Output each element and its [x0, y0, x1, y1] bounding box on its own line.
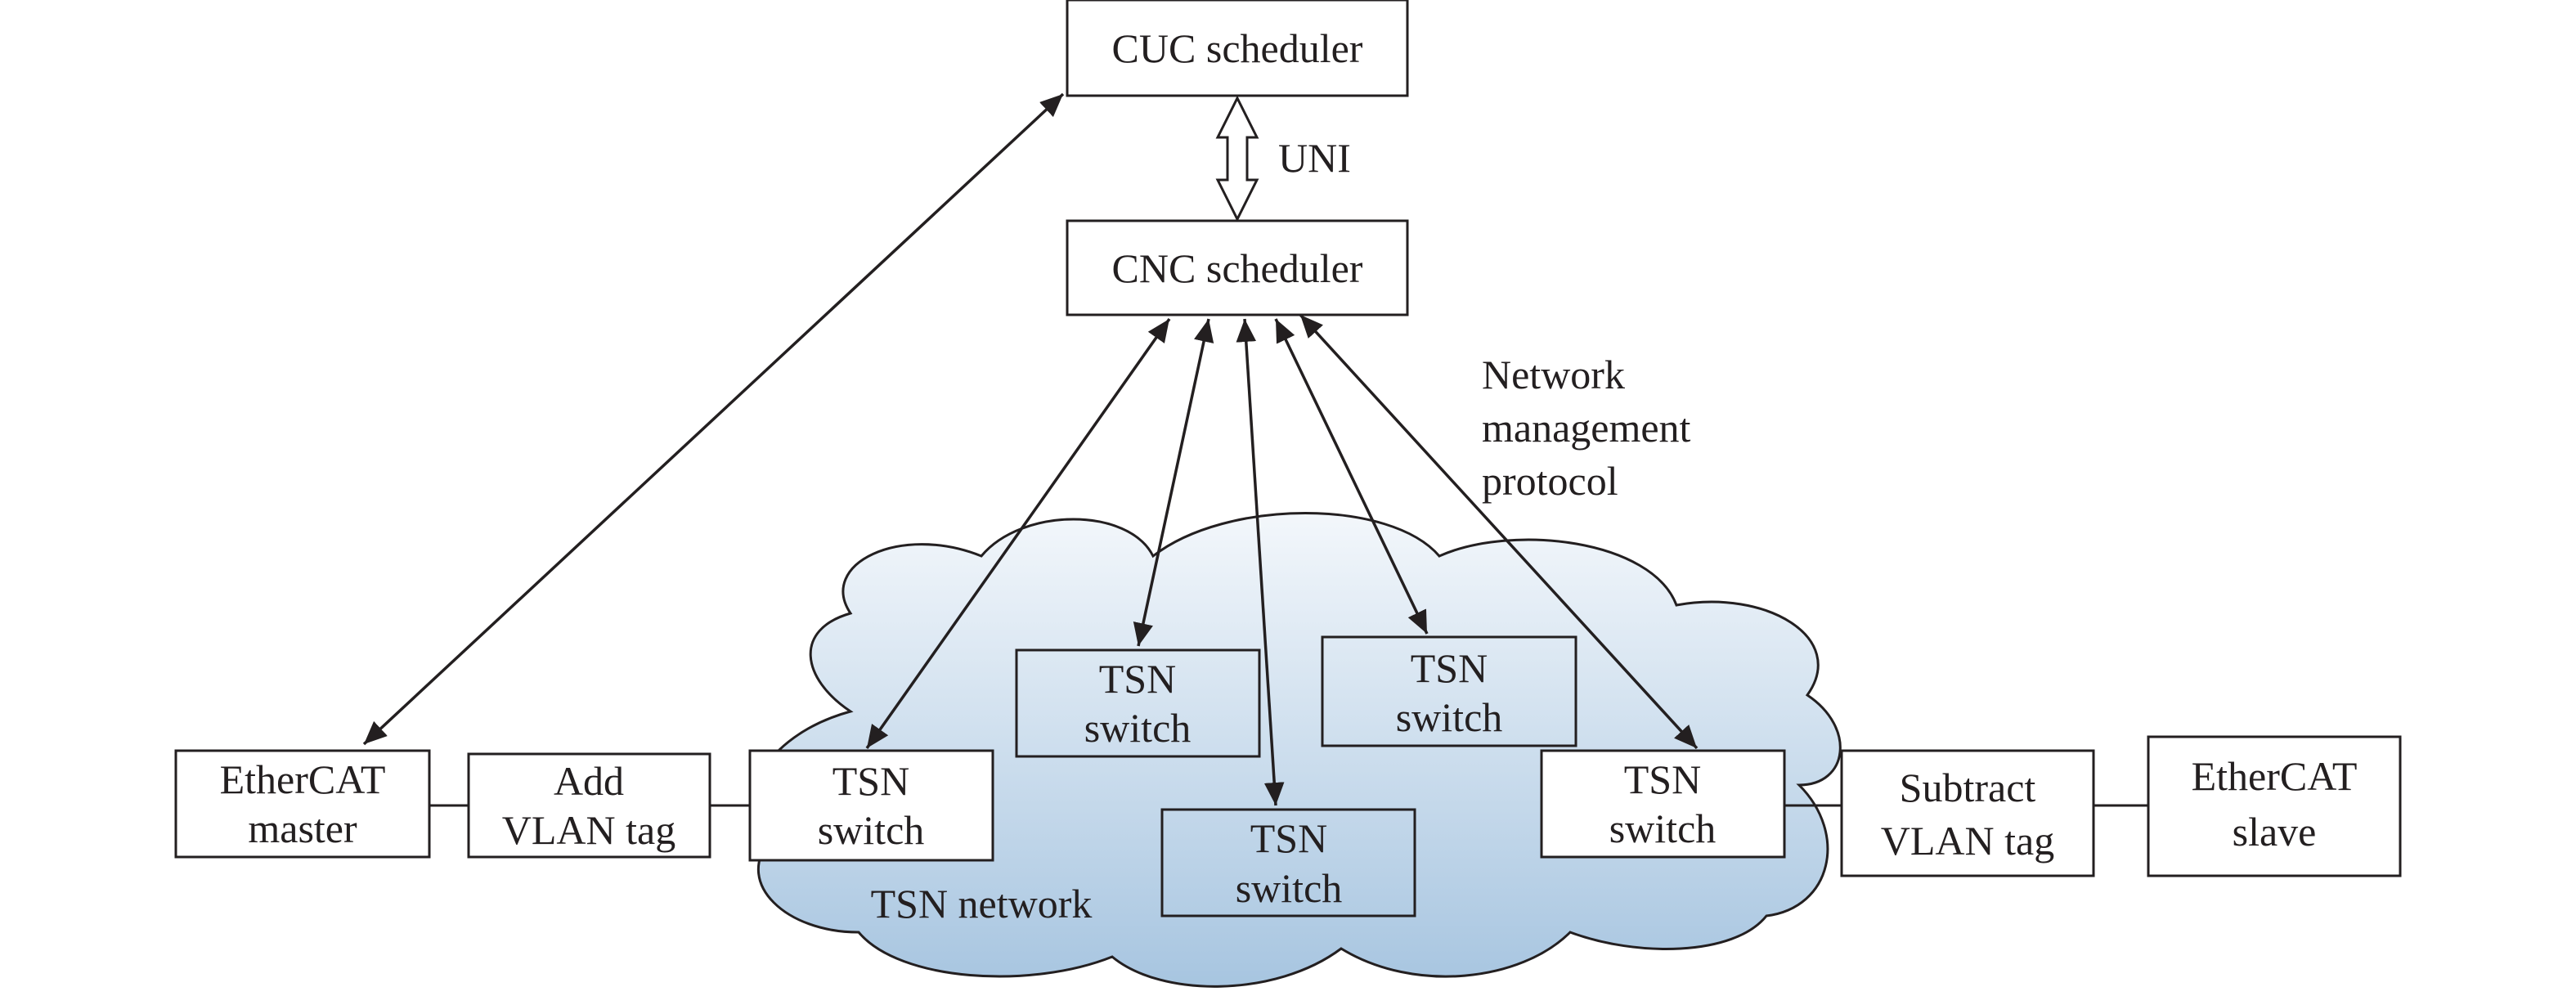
tsn-switch-bottom-label-line1: TSN [1250, 815, 1327, 861]
ethercat-master-label-line2: master [248, 805, 357, 851]
uni-double-arrow [1215, 95, 1259, 222]
arrow-cnc-to-tsn-left [865, 317, 1171, 750]
cuc-scheduler-box [1066, 0, 1409, 97]
nmp-label-line3: protocol [1482, 458, 1618, 504]
tsn-switch-mid-right-label-line2: switch [1396, 694, 1503, 740]
ethercat-slave-label-line1: EtherCAT [2192, 753, 2358, 799]
tsn-switch-mid-left-label-line2: switch [1084, 705, 1192, 751]
add-vlan-tag-label-line2: VLAN tag [502, 807, 675, 853]
uni-label: UNI [1278, 135, 1351, 181]
tsn-switch-bottom-label-line2: switch [1236, 865, 1343, 911]
tsn-switch-left-label-line1: TSN [832, 758, 909, 804]
subtract-vlan-tag-label-line2: VLAN tag [1881, 818, 2054, 864]
cuc-scheduler-label: CUC scheduler [1112, 25, 1363, 71]
ethercat-master-box [174, 749, 431, 859]
arrow-cnc-to-tsn-bottom [1236, 318, 1285, 806]
cnc-scheduler-box [1066, 219, 1409, 316]
ethercat-slave-label-line2: slave [2233, 809, 2317, 855]
add-vlan-tag-box [467, 752, 711, 859]
tsn-network-label: TSN network [871, 881, 1093, 926]
ethercat-slave-box [2147, 735, 2402, 877]
tsn-switch-right-label-line2: switch [1609, 805, 1717, 851]
nmp-label-line1: Network [1482, 352, 1625, 397]
arrow-cnc-to-tsn-right [1299, 313, 1699, 750]
tsn-switch-right-label-line1: TSN [1624, 756, 1701, 802]
nmp-label-line2: management [1482, 405, 1691, 451]
tsn-switch-bottom-box [1160, 808, 1416, 918]
add-vlan-tag-label-line1: Add [554, 758, 624, 804]
tsn-switch-left-label-line2: switch [818, 807, 925, 853]
arrow-cnc-to-tsn-mid-left [1133, 318, 1214, 647]
tsn-switch-mid-left-label-line1: TSN [1099, 656, 1176, 702]
subtract-vlan-tag-box [1840, 749, 2095, 877]
ethercat-master-label-line1: EtherCAT [220, 756, 386, 802]
tsn-switch-right-box [1540, 749, 1786, 859]
subtract-vlan-tag-label-line1: Subtract [1900, 765, 2036, 810]
tsn-switch-mid-right-label-line1: TSN [1411, 645, 1488, 691]
cnc-scheduler-label: CNC scheduler [1112, 245, 1363, 291]
arrow-cuc-to-ethercat-master [362, 92, 1065, 746]
